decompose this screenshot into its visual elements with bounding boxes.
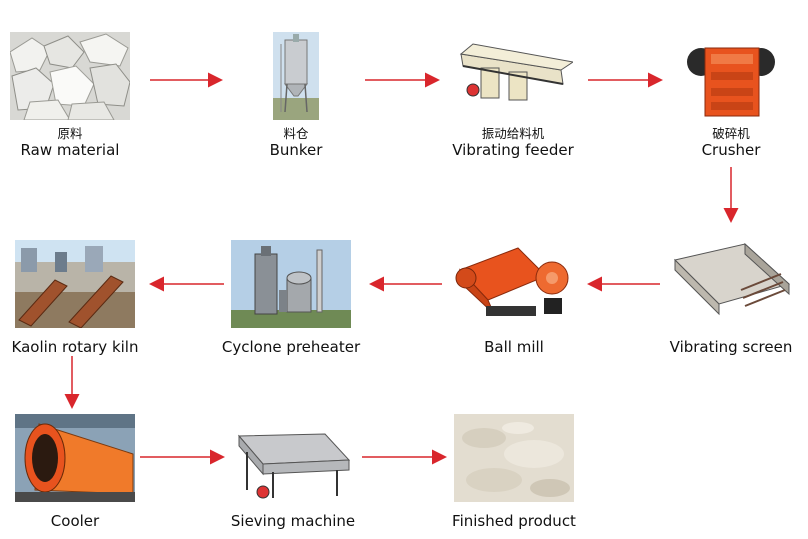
- silo-icon: [273, 32, 319, 120]
- sieving-machine-icon: [233, 414, 353, 502]
- powder-icon: [454, 414, 574, 502]
- label-en: Crusher: [701, 141, 761, 159]
- step-cooler: Cooler: [0, 414, 155, 531]
- label-en: Ball mill: [484, 338, 544, 356]
- label-en: Raw material: [20, 141, 120, 159]
- step-crusher: 破碎机 Crusher: [651, 32, 808, 160]
- label-en: Finished product: [452, 512, 576, 530]
- step-vibrating-screen: Vibrating screen: [651, 240, 808, 357]
- label-en: Bunker: [269, 141, 323, 159]
- label-cn: 破碎机: [712, 126, 750, 141]
- cooler-drum-icon: [15, 414, 135, 502]
- jaw-crusher-icon: [687, 32, 775, 120]
- label-en: Vibrating screen: [669, 338, 793, 356]
- preheater-tower-icon: [231, 240, 351, 328]
- step-finished-product: Finished product: [434, 414, 594, 531]
- label-en: Vibrating feeder: [452, 141, 574, 159]
- label-cn: 原料: [57, 126, 83, 141]
- label-en: Cooler: [50, 512, 100, 530]
- step-bunker: 料仓 Bunker: [216, 32, 376, 160]
- label-en: Sieving machine: [230, 512, 356, 530]
- stone-pile-icon: [10, 32, 130, 120]
- label-en: Kaolin rotary kiln: [11, 338, 139, 356]
- step-vibrating-feeder: 振动给料机 Vibrating feeder: [433, 32, 593, 160]
- feeder-icon: [453, 32, 573, 120]
- label-cn: 料仓: [283, 126, 309, 141]
- step-kaolin-rotary-kiln: Kaolin rotary kiln: [0, 240, 155, 357]
- step-cyclone-preheater: Cyclone preheater: [211, 240, 371, 357]
- ball-mill-icon: [454, 240, 574, 328]
- step-raw-material: 原料 Raw material: [0, 32, 150, 160]
- vibrating-screen-icon: [671, 240, 791, 328]
- step-ball-mill: Ball mill: [434, 240, 594, 357]
- label-cn: 振动给料机: [481, 126, 545, 141]
- rotary-kiln-icon: [15, 240, 135, 328]
- step-sieving-machine: Sieving machine: [213, 414, 373, 531]
- label-en: Cyclone preheater: [221, 338, 361, 356]
